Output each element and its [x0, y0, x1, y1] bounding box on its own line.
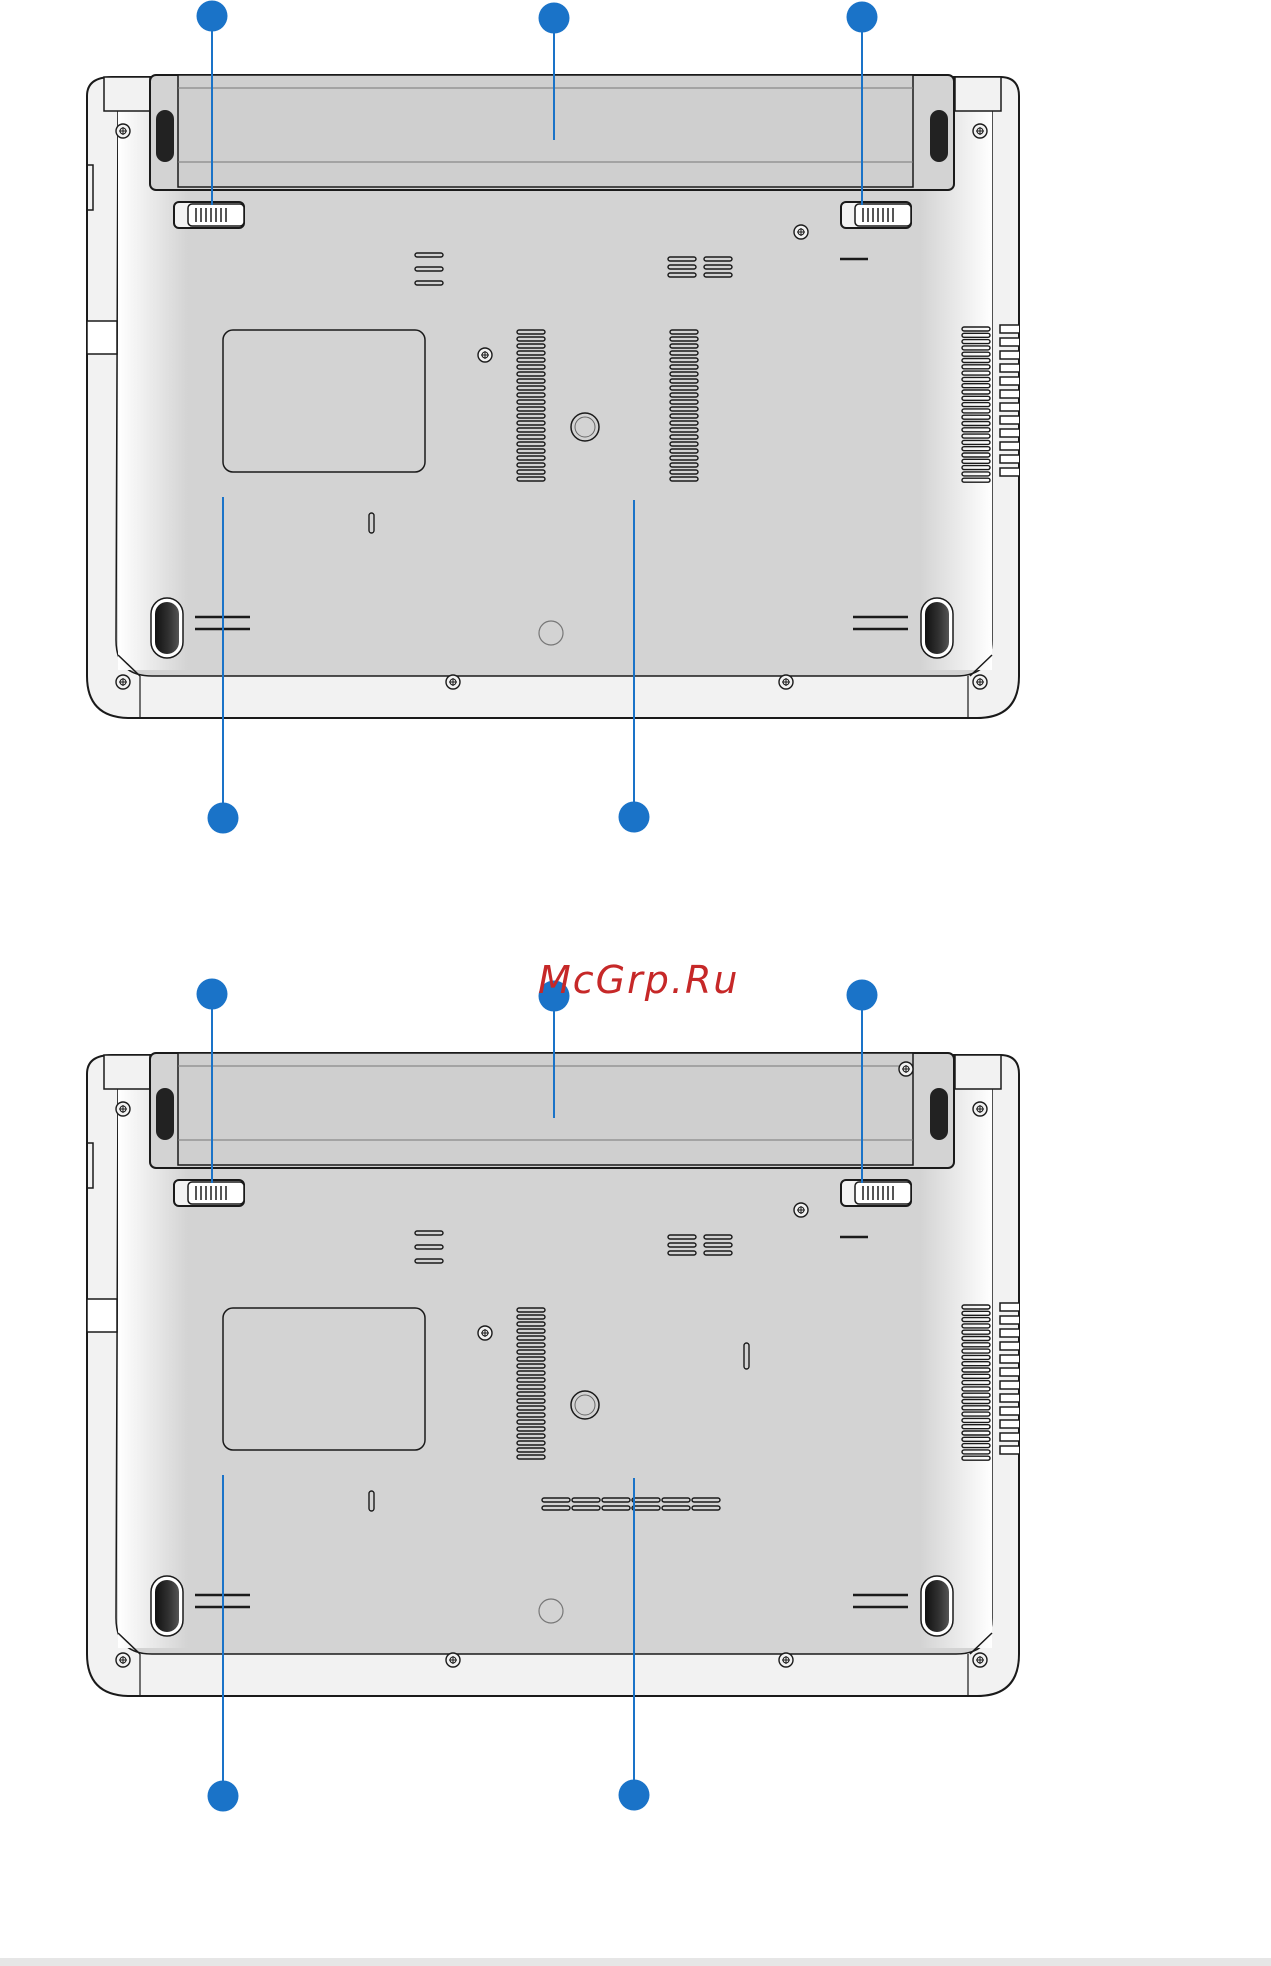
footer-bar	[0, 1958, 1271, 1966]
screw-icon	[116, 124, 130, 138]
screw-icon	[116, 675, 130, 689]
battery-grip-right	[930, 1088, 948, 1140]
battery-lock-icon	[174, 202, 244, 228]
screw-icon	[794, 1203, 808, 1217]
callout-dot-icon	[197, 1, 228, 32]
side-port	[87, 321, 117, 354]
screw-icon	[446, 1653, 460, 1667]
callout-dot-icon	[619, 802, 650, 833]
callout-dot-icon	[619, 1780, 650, 1811]
screw-icon	[478, 1326, 492, 1340]
screw-icon	[899, 1062, 913, 1076]
screw-icon	[478, 348, 492, 362]
battery-cell-area	[178, 1053, 913, 1165]
screw-icon	[973, 1653, 987, 1667]
screw-icon	[973, 675, 987, 689]
battery-grip-right	[930, 110, 948, 162]
screw-icon	[446, 675, 460, 689]
callout-dot-icon	[847, 980, 878, 1011]
hinge-right	[955, 77, 1001, 111]
hinge-left	[104, 1055, 150, 1089]
callout-dot-icon	[208, 1781, 239, 1812]
callout-dot-icon	[847, 2, 878, 33]
callout-dot-icon	[539, 3, 570, 34]
screw-icon	[779, 1653, 793, 1667]
hinge-left	[104, 77, 150, 111]
screw-icon	[116, 1653, 130, 1667]
watermark-text: McGrp.Ru	[538, 958, 739, 1002]
screw-icon	[116, 1102, 130, 1116]
callout-dot-icon	[197, 979, 228, 1010]
screw-icon	[779, 675, 793, 689]
battery-grip-left	[156, 1088, 174, 1140]
callout-dot-icon	[208, 803, 239, 834]
battery-lock-icon	[841, 1180, 911, 1206]
rubber-foot-icon	[151, 598, 183, 658]
bottom-view-2	[87, 979, 1019, 1812]
bottom-view-1	[87, 1, 1019, 834]
rubber-foot-icon	[921, 1576, 953, 1636]
rubber-foot-icon	[151, 1576, 183, 1636]
battery-lock-icon	[174, 1180, 244, 1206]
battery-lock-icon	[841, 202, 911, 228]
side-port	[87, 1299, 117, 1332]
screw-icon	[973, 1102, 987, 1116]
screw-icon	[794, 225, 808, 239]
hinge-right	[955, 1055, 1001, 1089]
screw-icon	[973, 124, 987, 138]
rubber-foot-icon	[921, 598, 953, 658]
battery-cell-area	[178, 75, 913, 187]
battery-grip-left	[156, 110, 174, 162]
